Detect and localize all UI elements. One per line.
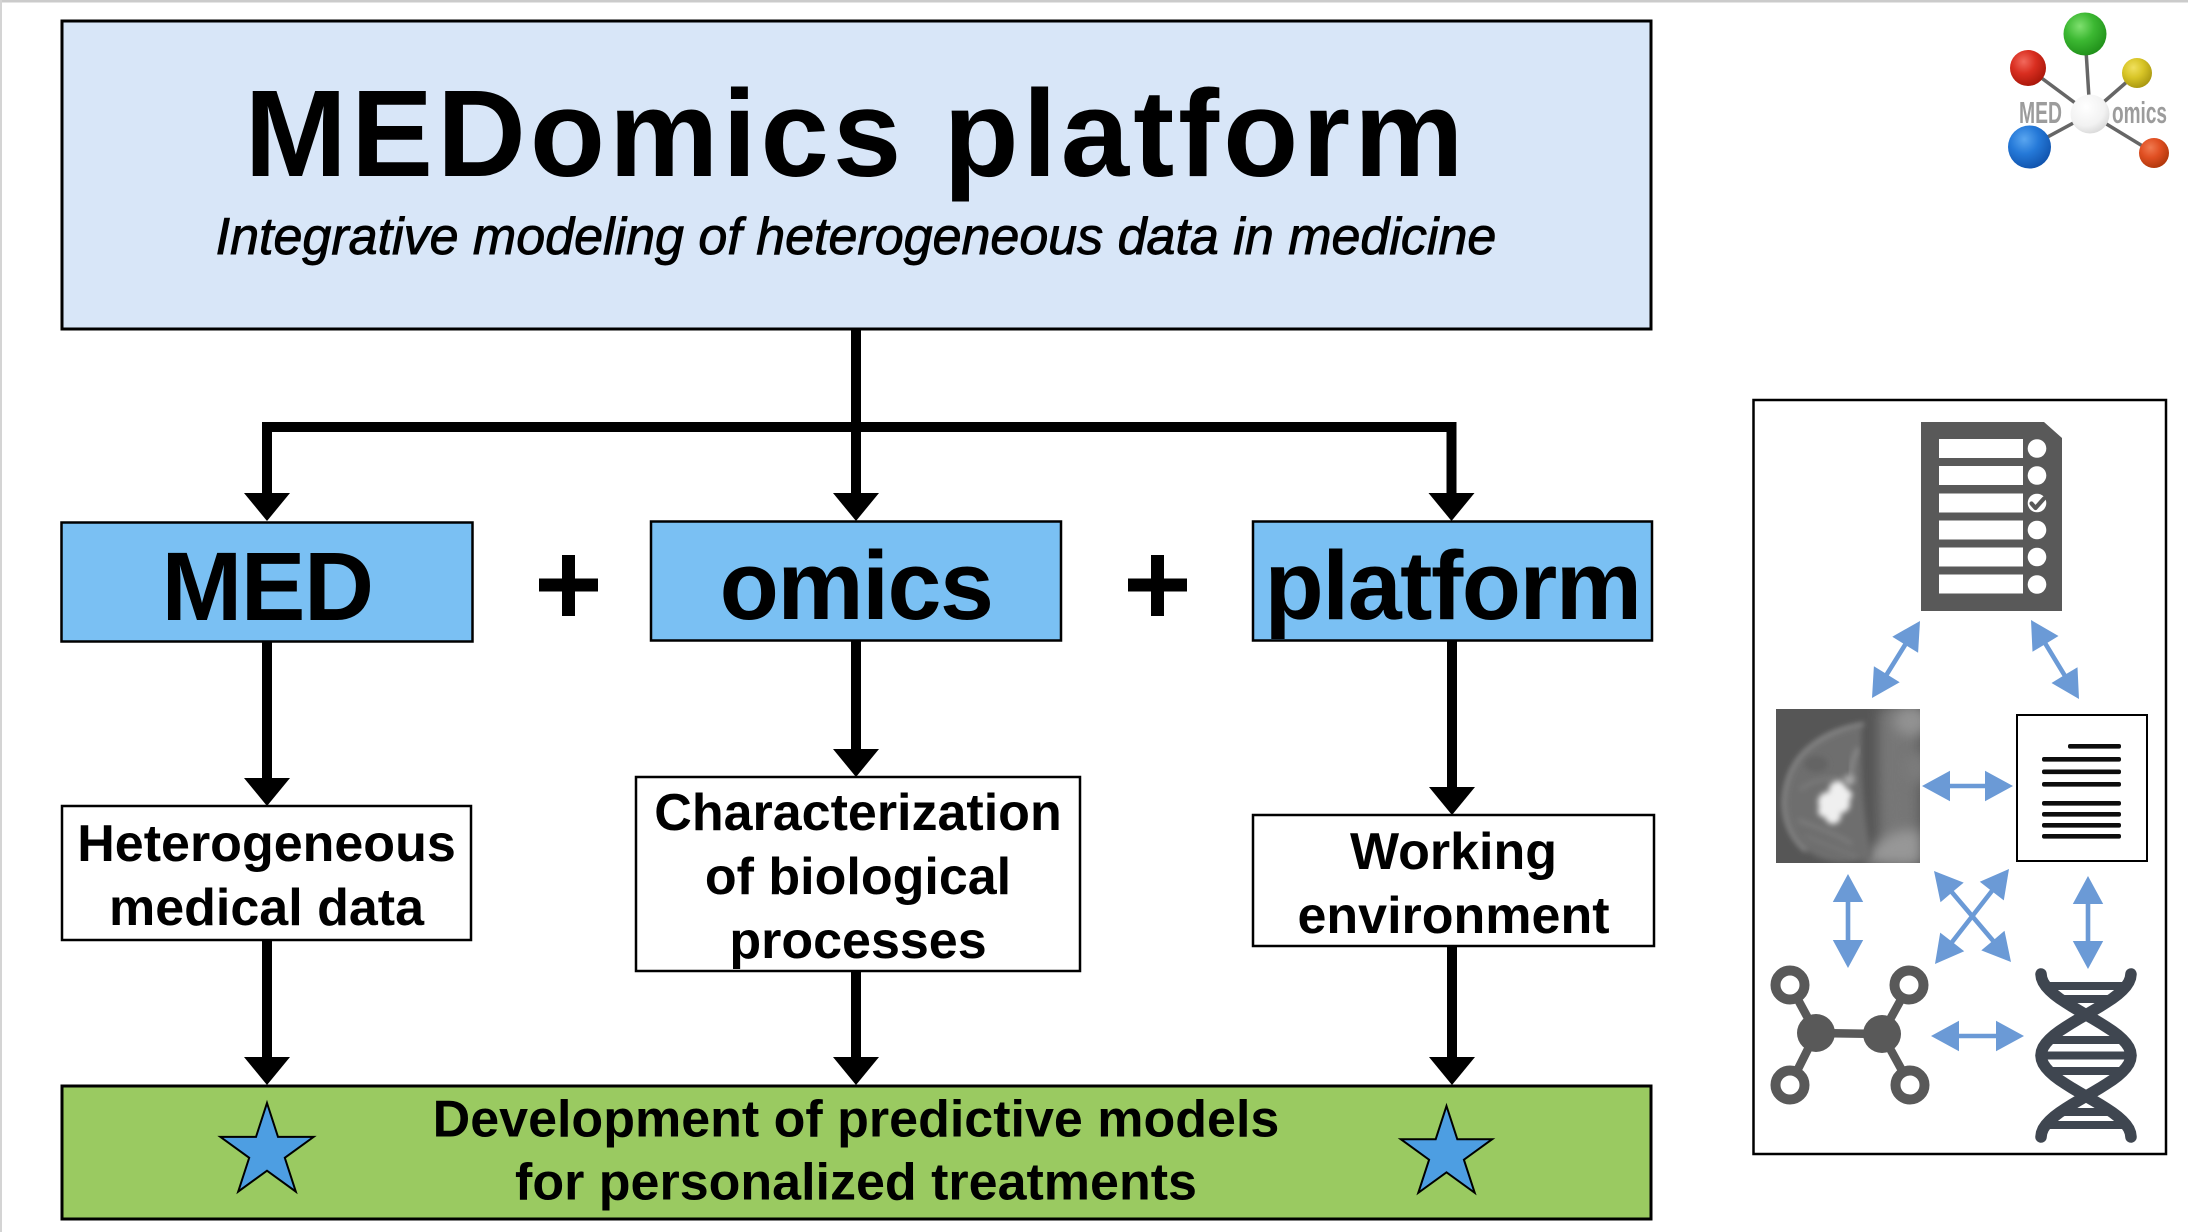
svg-text:MED: MED (161, 532, 372, 641)
svg-text:of biological: of biological (705, 848, 1011, 906)
svg-text:omics: omics (720, 531, 993, 640)
svg-text:MEDomics platform: MEDomics platform (245, 66, 1468, 203)
svg-text:Characterization: Characterization (654, 784, 1061, 842)
svg-text:platform: platform (1265, 531, 1641, 640)
svg-text:for personalized treatments: for personalized treatments (515, 1154, 1197, 1212)
svg-text:Integrative modeling of hetero: Integrative modeling of heterogeneous da… (216, 208, 1497, 266)
svg-text:environment: environment (1297, 887, 1609, 945)
svg-text:Working: Working (1350, 823, 1557, 881)
svg-text:medical data: medical data (109, 879, 425, 937)
svg-text:Heterogeneous: Heterogeneous (77, 815, 456, 873)
svg-text:omics: omics (2112, 95, 2167, 130)
svg-text:processes: processes (729, 912, 986, 970)
svg-text:Development of predictive mode: Development of predictive models (433, 1091, 1280, 1149)
svg-text:MED: MED (2019, 95, 2062, 130)
